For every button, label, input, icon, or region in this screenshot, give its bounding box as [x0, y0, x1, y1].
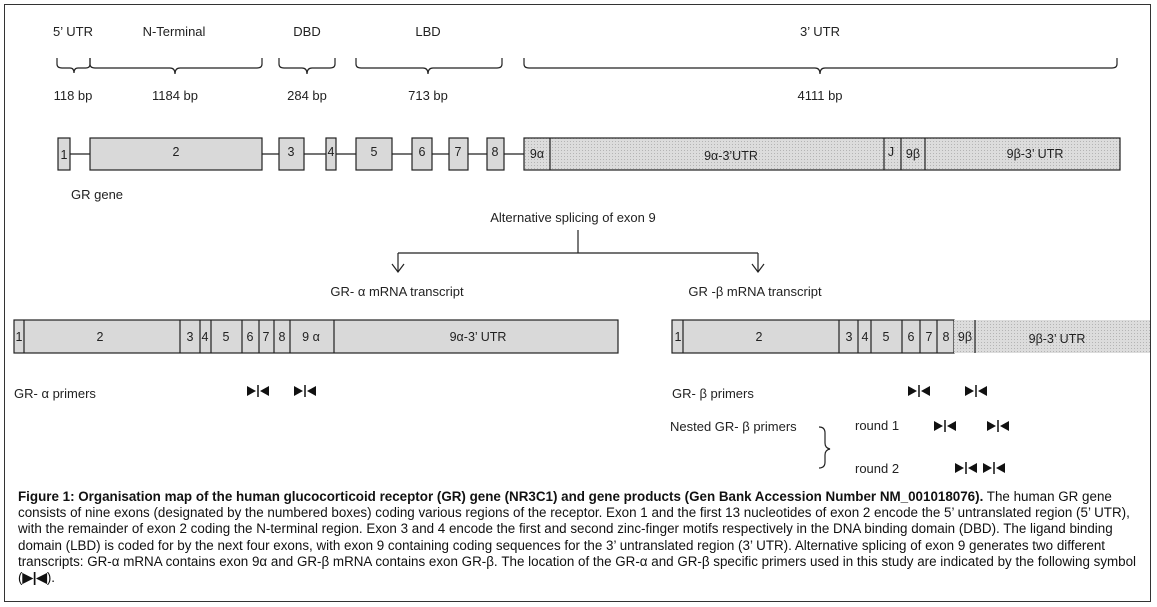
round1-label: round 1	[855, 418, 899, 433]
beta-primers-label: GR- β primers	[672, 386, 754, 401]
region-label-lbd: LBD	[415, 24, 440, 39]
exon-5-label: 5	[371, 145, 378, 159]
alpha-exon-7: 7	[263, 330, 270, 344]
region-size-lbd: 713 bp	[408, 88, 448, 103]
arrow-beta-icon	[751, 263, 765, 273]
primer-icon	[294, 385, 316, 397]
primer-icon	[247, 385, 269, 397]
brace-5utr	[56, 58, 91, 74]
region-size-5utr: 118 bp	[54, 88, 93, 103]
alpha-transcript-title: GR- α mRNA transcript	[330, 284, 464, 299]
exon-9a-label: 9α	[530, 147, 544, 161]
exon-3-label: 3	[288, 145, 295, 159]
exon-9b-3utr-label: 9β-3’ UTR	[1007, 147, 1064, 161]
primer-icon	[955, 462, 977, 474]
exon-9a-3utr-label: 9α-3’UTR	[704, 149, 758, 163]
brace-lbd	[355, 58, 503, 75]
gr-gene-diagram: 5’ UTR N-Terminal DBD LBD 3’ UTR 118 bp …	[13, 24, 1150, 476]
primer-symbol-inline: ▶|◀	[22, 570, 47, 586]
exon-1-label: 1	[61, 148, 68, 162]
beta-exon-7: 7	[926, 330, 933, 344]
beta-exon-6: 6	[908, 330, 915, 344]
beta-mrna-bar	[671, 319, 955, 354]
exon-6	[411, 137, 433, 171]
figure-frame	[4, 4, 1151, 602]
region-size-3utr: 4111 bp	[797, 88, 842, 103]
gr-alpha-transcript: 1 2 3 4 5 6 7 8 9 α 9α-3’ UTR GR- α prim…	[13, 319, 619, 401]
alpha-primers-label: GR- α primers	[14, 386, 96, 401]
alpha-mrna-bar	[13, 319, 619, 354]
round2-label: round 2	[855, 461, 899, 476]
beta-exon-5: 5	[883, 330, 890, 344]
splicing-label: Alternative splicing of exon 9	[490, 210, 655, 225]
exon-9b-label: 9β	[906, 147, 920, 161]
exon-4	[325, 137, 337, 171]
exon-4-label: 4	[328, 145, 335, 159]
region-label-n-terminal: N-Terminal	[143, 24, 206, 39]
primer-icon	[908, 385, 930, 397]
beta-exon-2: 2	[756, 330, 763, 344]
alpha-exon-6: 6	[247, 330, 254, 344]
exon-2-label: 2	[173, 145, 180, 159]
region-size-dbd: 284 bp	[287, 88, 327, 103]
exon-6-label: 6	[419, 145, 426, 159]
region-braces	[56, 58, 1118, 75]
beta-exon-4: 4	[862, 330, 869, 344]
region-sizes: 118 bp 1184 bp 284 bp 713 bp 4111 bp	[54, 88, 843, 103]
alpha-exon-5: 5	[223, 330, 230, 344]
alpha-exon-3: 3	[187, 330, 194, 344]
gr-beta-transcript: 1 2 3 4 5 6 7 8 9β 9β-3’ UTR GR- β prime…	[670, 319, 1150, 476]
brace-dbd	[278, 58, 336, 75]
primer-symbols	[247, 385, 1009, 474]
exon-9-block	[523, 137, 1121, 171]
nested-primers-label: Nested GR- β primers	[670, 419, 797, 434]
caption-title: Figure 1: Organisation map of the human …	[18, 489, 984, 504]
beta-exon-8: 8	[943, 330, 950, 344]
figure-caption: Figure 1: Organisation map of the human …	[18, 489, 1140, 586]
region-size-n-terminal: 1184 bp	[152, 88, 198, 103]
alpha-exon-1: 1	[16, 330, 23, 344]
alpha-exon-9a-3utr: 9α-3’ UTR	[450, 330, 507, 344]
primer-icon	[965, 385, 987, 397]
arrow-alpha-icon	[391, 263, 405, 273]
alpha-exon-2: 2	[97, 330, 104, 344]
gene-label: GR gene	[71, 187, 123, 202]
region-labels: 5’ UTR N-Terminal DBD LBD 3’ UTR	[53, 24, 840, 39]
gr-gene-map: 1 2 3 4 5 6 7 8 9α 9α-3’UTR J 9β 9β-3’ U…	[57, 137, 1121, 202]
exon-1	[57, 137, 71, 171]
brace-n-terminal	[89, 58, 263, 75]
region-label-dbd: DBD	[293, 24, 320, 39]
beta-transcript-title: GR -β mRNA transcript	[688, 284, 822, 299]
exon-3	[278, 137, 305, 171]
beta-3utr-bar	[954, 320, 1150, 353]
primer-icon	[987, 420, 1009, 432]
primer-icon	[983, 462, 1005, 474]
exon-5	[355, 137, 393, 171]
region-label-5utr: 5’ UTR	[53, 24, 93, 39]
beta-exon-9b-3utr: 9β-3’ UTR	[1029, 332, 1086, 346]
alpha-exon-8: 8	[279, 330, 286, 344]
exon-7	[448, 137, 469, 171]
exon-8-label: 8	[492, 145, 499, 159]
exon-7-label: 7	[455, 145, 462, 159]
exon-j-label: J	[888, 145, 894, 159]
beta-exon-9b: 9β	[958, 330, 972, 344]
alpha-exon-9a: 9 α	[302, 330, 320, 344]
caption-end: ).	[46, 570, 55, 586]
exon-2	[89, 137, 263, 171]
region-label-3utr: 3’ UTR	[800, 24, 840, 39]
beta-exon-3: 3	[846, 330, 853, 344]
beta-exon-1: 1	[675, 330, 682, 344]
brace-3utr	[523, 58, 1118, 75]
caption-body: The human GR gene consists of nine exons…	[18, 489, 1137, 586]
splicing: Alternative splicing of exon 9 GR- α mRN…	[330, 210, 822, 299]
nested-brace	[818, 426, 831, 469]
primer-icon	[934, 420, 956, 432]
alpha-exon-4: 4	[202, 330, 209, 344]
exon-8	[486, 137, 505, 171]
